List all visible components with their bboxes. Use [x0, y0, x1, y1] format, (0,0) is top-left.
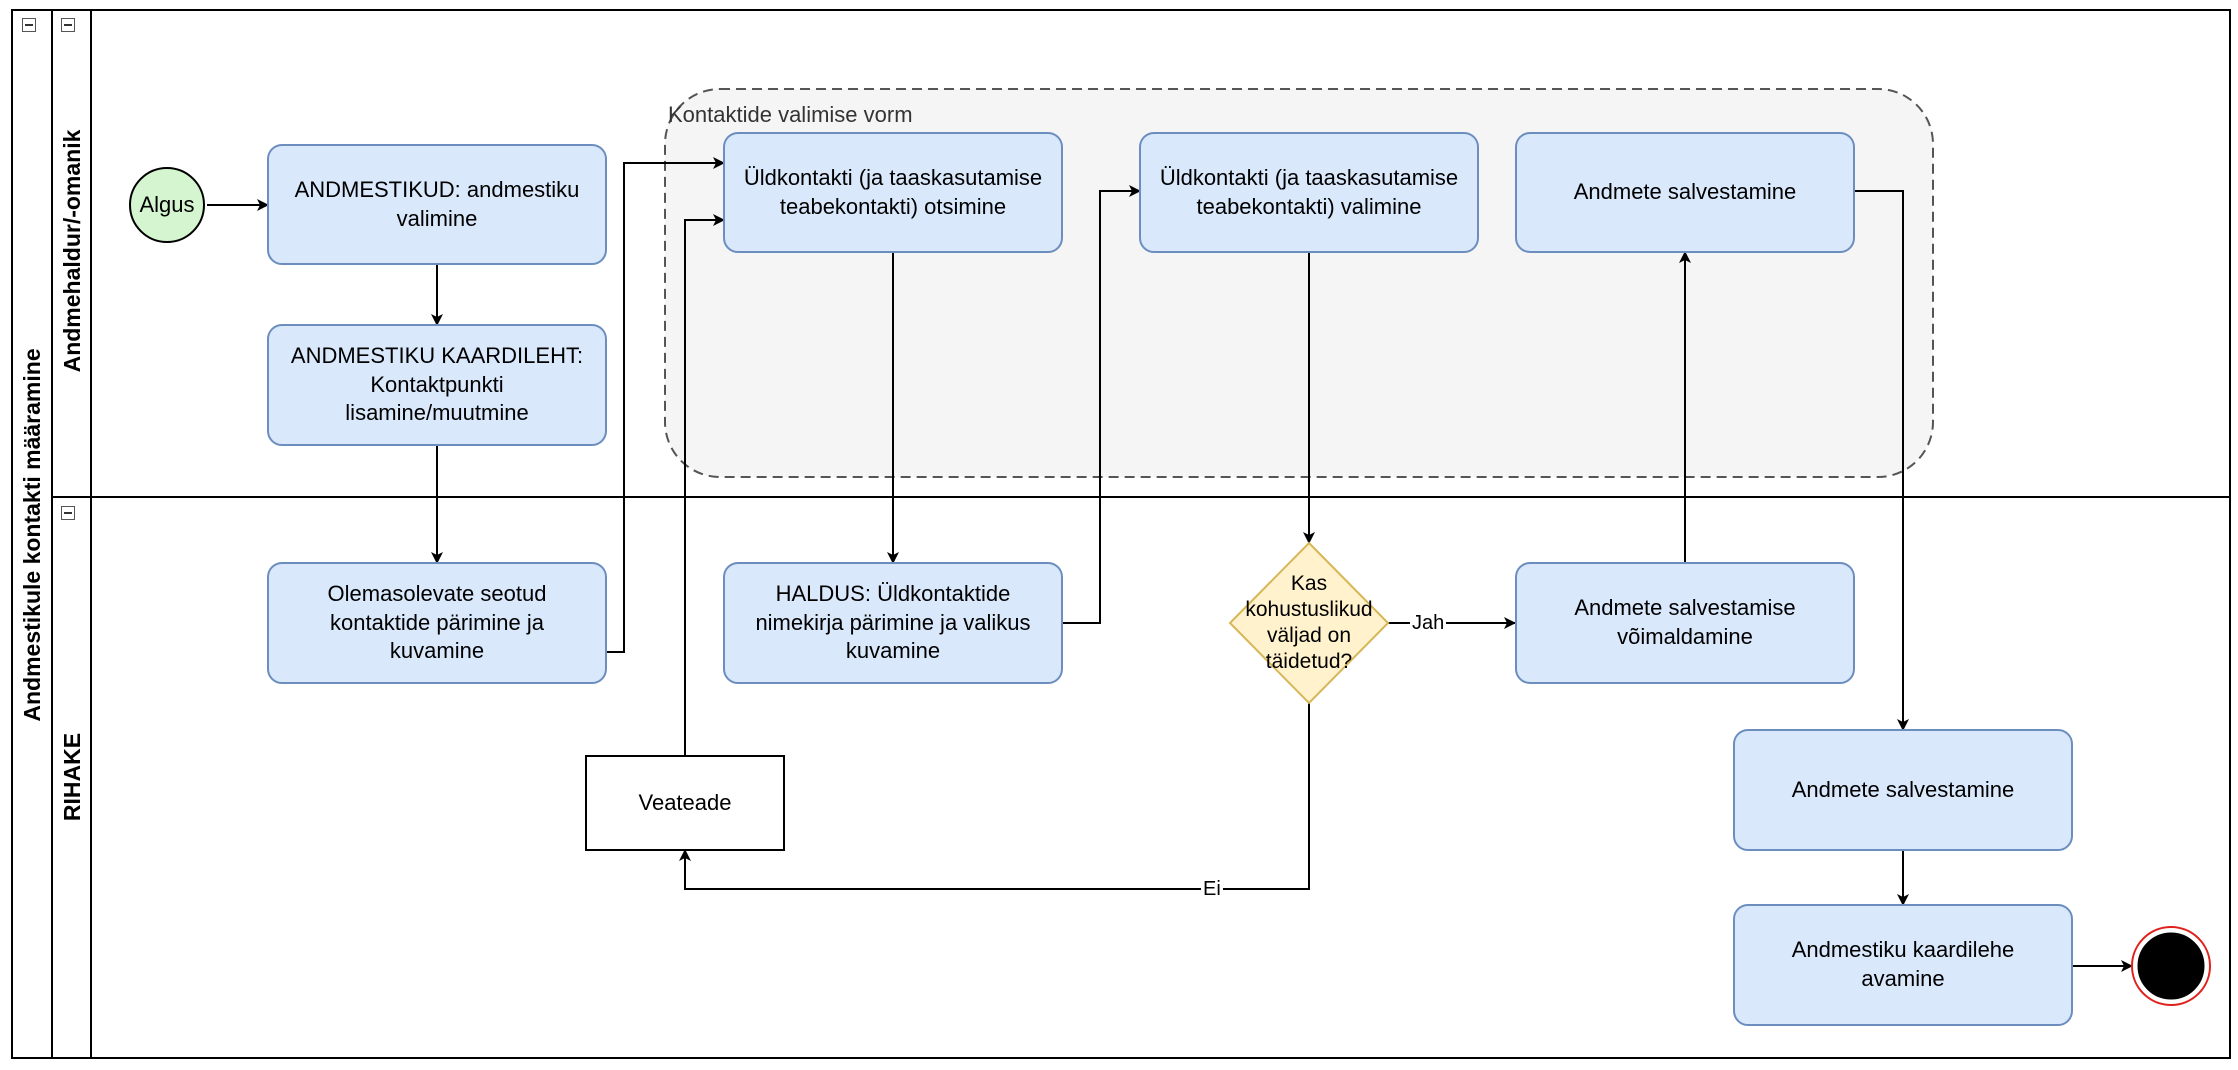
task-enable-save[interactable]: [1515, 562, 1855, 684]
select-dataset-label: ANDMESTIKUD: andmestiku valimine: [294, 176, 580, 231]
task-save-system[interactable]: [1733, 729, 2073, 851]
edge-decision-no: [679, 703, 1310, 890]
tasks: [267, 132, 2073, 1026]
group-label: Kontaktide valimise vorm: [668, 102, 913, 127]
save-system-label: Andmete salvestamine: [1791, 776, 2015, 802]
task-select-general[interactable]: [1139, 132, 1479, 253]
edge-save-to-system: [1855, 190, 1909, 731]
lane-label-owner: Andmehaldur/-omanik: [59, 129, 85, 373]
edge-query-to-search: [606, 157, 725, 653]
select-general-label: Üldkontakti (ja taaskasutamise teabekont…: [1159, 164, 1459, 219]
search-general-label: Üldkontakti (ja taaskasutamise teabekont…: [743, 164, 1043, 219]
edge-error-to-search: [684, 214, 725, 756]
pool-frame: [11, 9, 2231, 1059]
decision-label: Kas kohustuslikud väljad on täidetud?: [1245, 571, 1373, 674]
start-event[interactable]: [129, 167, 205, 243]
save-user-label: Andmete salvestamine: [1573, 179, 1797, 205]
lane-label-rihake: RIHAKE: [59, 732, 85, 822]
error-label: Veateade: [638, 789, 732, 815]
start-label: Algus: [139, 191, 195, 217]
pool-label: Andmestikule kontakti määramine: [19, 348, 45, 722]
pool-collapse-icon[interactable]: [22, 18, 36, 32]
task-save-user[interactable]: [1515, 132, 1855, 253]
enable-save-label: Andmete salvestamise võimaldamine: [1574, 595, 1796, 649]
task-open-card[interactable]: [1733, 904, 2073, 1026]
lane1-collapse-icon[interactable]: [61, 18, 75, 32]
haldus-query-label: HALDUS: Üldkontaktide nimekirja pärimine…: [755, 581, 1031, 664]
open-card-label: Andmestiku kaardilehe avamine: [1791, 937, 2015, 991]
decision-gateway[interactable]: [1228, 541, 1390, 705]
task-haldus-query[interactable]: [723, 562, 1063, 684]
edge-label-yes: Jah: [1410, 612, 1447, 634]
task-card-contact[interactable]: [267, 324, 607, 446]
task-select-dataset[interactable]: [267, 144, 607, 265]
edges: [207, 157, 2133, 972]
edge-haldus-to-select: [1062, 185, 1141, 624]
task-query-existing[interactable]: [267, 562, 607, 684]
task-search-general[interactable]: [723, 132, 1063, 253]
task-error[interactable]: [585, 755, 785, 851]
card-contact-label: ANDMESTIKU KAARDILEHT: Kontaktpunkti lis…: [290, 343, 584, 426]
edge-label-no: Ei: [1201, 878, 1223, 900]
end-event[interactable]: [2137, 932, 2205, 1000]
query-existing-label: Olemasolevate seotud kontaktide pärimine…: [327, 581, 547, 664]
lane2-collapse-icon[interactable]: [61, 506, 75, 520]
